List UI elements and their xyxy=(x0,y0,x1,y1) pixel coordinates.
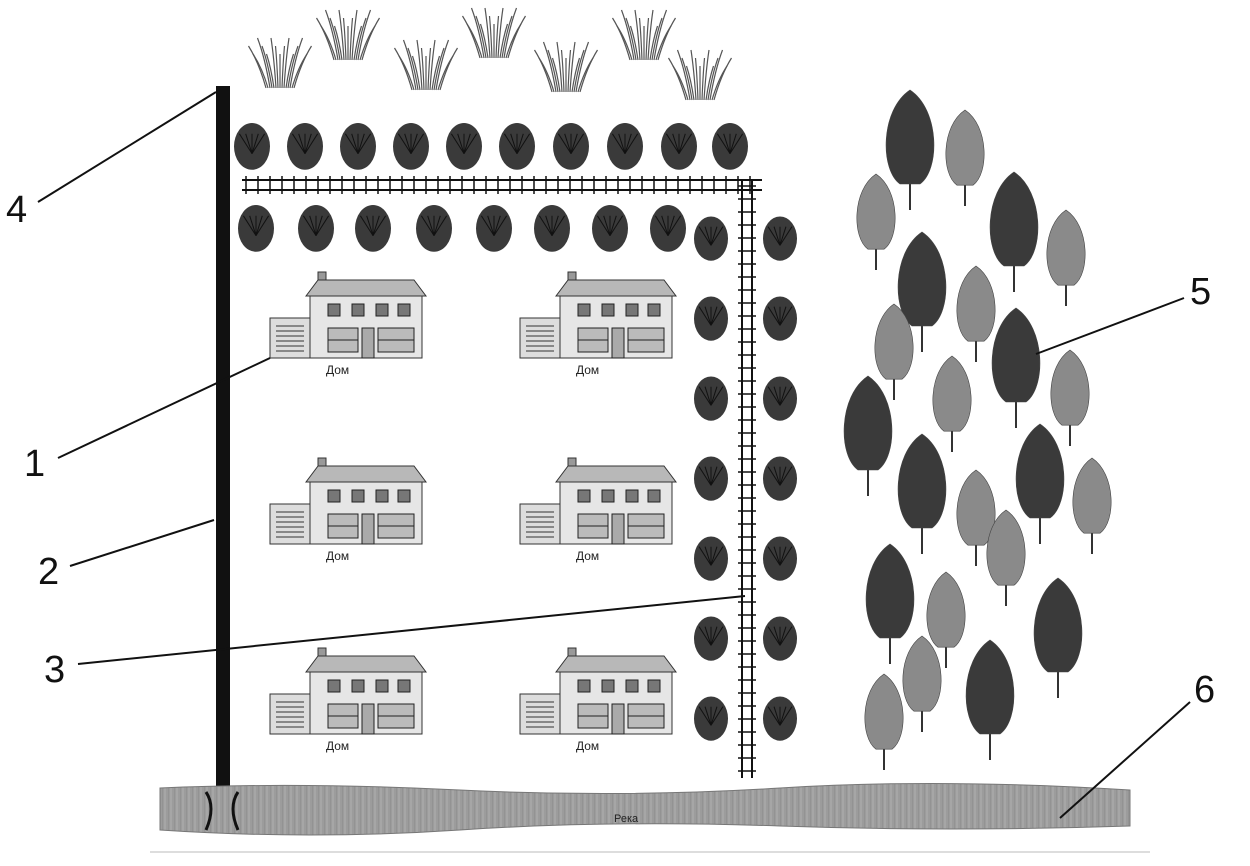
grass-tuft xyxy=(393,39,459,91)
forest-tree xyxy=(1046,209,1086,306)
tree xyxy=(650,205,686,252)
house: Дом xyxy=(269,647,427,753)
forest-tree xyxy=(1033,577,1083,698)
callout-line-6 xyxy=(1059,701,1191,819)
forest-tree xyxy=(897,433,947,554)
tree xyxy=(763,296,797,341)
tree xyxy=(592,205,628,252)
grass-tuft xyxy=(533,41,599,93)
house-label: Дом xyxy=(326,739,349,753)
tree xyxy=(763,376,797,421)
callout-number-1: 1 xyxy=(24,443,45,485)
tree xyxy=(534,205,570,252)
grass-tuft xyxy=(247,37,313,89)
tree xyxy=(763,696,797,741)
tree xyxy=(553,122,589,170)
tree xyxy=(355,205,391,252)
tree xyxy=(763,216,797,261)
forest-tree xyxy=(986,509,1026,606)
house-label: Дом xyxy=(576,549,599,563)
forest-tree xyxy=(843,375,893,496)
callout-number-4: 4 xyxy=(6,189,27,231)
forest-tree xyxy=(989,171,1039,292)
shelterbelt-trees xyxy=(234,122,797,741)
house: Дом xyxy=(269,271,427,377)
grass-tuft xyxy=(315,9,381,61)
callout-line-3 xyxy=(77,595,746,665)
tree xyxy=(416,205,452,252)
house-label: Дом xyxy=(576,363,599,377)
callout-number-3: 3 xyxy=(44,649,65,691)
tree xyxy=(393,122,429,170)
forest-tree xyxy=(1050,349,1090,446)
tree xyxy=(694,696,728,741)
reed-grass-row xyxy=(247,7,733,101)
tree xyxy=(298,205,334,252)
road-fence xyxy=(242,176,762,778)
tree xyxy=(763,616,797,661)
tree xyxy=(238,205,274,252)
callout-number-5: 5 xyxy=(1190,271,1211,313)
house: Дом xyxy=(519,271,677,377)
tree xyxy=(476,205,512,252)
callout-number-6: 6 xyxy=(1194,669,1215,711)
house-label: Дом xyxy=(326,363,349,377)
callout-lines xyxy=(37,91,1191,819)
tree xyxy=(661,122,697,170)
house-label: Дом xyxy=(326,549,349,563)
forest-tree xyxy=(865,543,915,664)
forest-tree xyxy=(897,231,947,352)
house: Дом xyxy=(269,457,427,563)
grass-tuft xyxy=(667,49,733,101)
tree xyxy=(712,122,748,170)
tree xyxy=(499,122,535,170)
callout-line-1 xyxy=(57,357,271,459)
river-label: Река xyxy=(614,813,639,825)
pipeline-canal xyxy=(216,86,230,786)
forest-tree xyxy=(945,109,985,206)
house-label: Дом xyxy=(576,739,599,753)
tree xyxy=(694,216,728,261)
callout-line-2 xyxy=(69,519,215,567)
forest-tree xyxy=(956,265,996,362)
tree xyxy=(694,456,728,501)
forest-area xyxy=(843,89,1112,770)
tree xyxy=(234,122,270,170)
tree xyxy=(287,122,323,170)
forest-tree xyxy=(902,635,942,732)
forest-tree xyxy=(926,571,966,668)
callout-number-2: 2 xyxy=(38,551,59,593)
tree xyxy=(607,122,643,170)
forest-tree xyxy=(932,355,972,452)
forest-tree xyxy=(864,673,904,770)
forest-tree xyxy=(956,469,996,566)
forest-tree xyxy=(874,303,914,400)
callout-line-4 xyxy=(37,91,217,203)
forest-tree xyxy=(1072,457,1112,554)
tree xyxy=(694,536,728,581)
tree xyxy=(694,296,728,341)
tree xyxy=(446,122,482,170)
forest-tree xyxy=(965,639,1015,760)
river: Река xyxy=(150,782,1150,853)
callout-line-5 xyxy=(1035,297,1185,355)
forest-tree xyxy=(856,173,896,270)
forest-tree xyxy=(1015,423,1065,544)
forest-tree xyxy=(991,307,1041,428)
tree xyxy=(763,456,797,501)
tree xyxy=(694,376,728,421)
tree xyxy=(694,616,728,661)
tree xyxy=(763,536,797,581)
grass-tuft xyxy=(611,9,677,61)
grass-tuft xyxy=(461,7,527,59)
tree xyxy=(340,122,376,170)
house: Дом xyxy=(519,457,677,563)
house: Дом xyxy=(519,647,677,753)
forest-tree xyxy=(885,89,935,210)
